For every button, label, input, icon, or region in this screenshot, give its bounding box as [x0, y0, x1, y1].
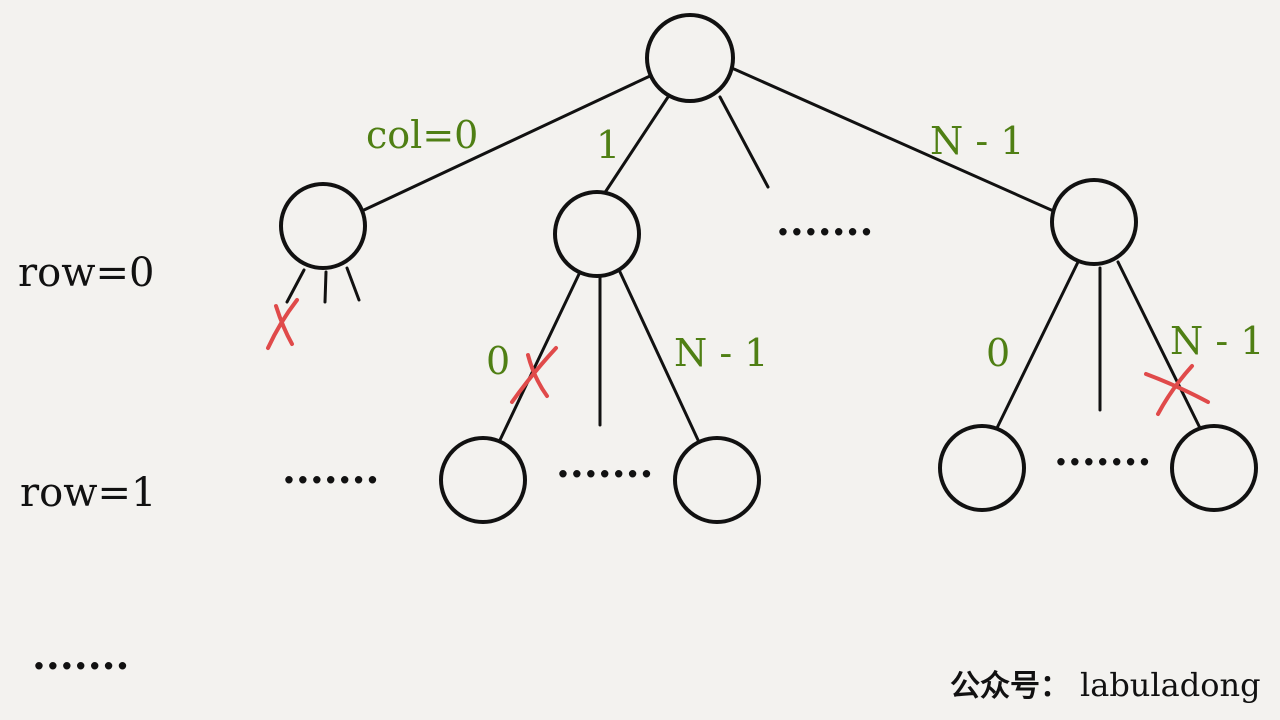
edge-label-right-col0: 0: [986, 331, 1010, 375]
row0-node-col1: [553, 190, 641, 278]
row1-node-d: [1170, 424, 1258, 512]
edge-label-right-colN: N - 1: [1170, 319, 1264, 363]
row0-node-col0: [279, 182, 367, 270]
edge-middle-col0: [498, 270, 582, 442]
credit-name: labuladong: [1080, 666, 1261, 704]
edge-label-col1: 1: [596, 123, 620, 167]
left-node-stub-edges: [285, 266, 361, 304]
row1-node-a: [439, 436, 527, 524]
ellipsis-row1-left: ·······: [282, 457, 379, 504]
middle-node-edges: [498, 270, 700, 442]
row1-node-b: [673, 436, 761, 524]
row1-node-c: [938, 424, 1026, 512]
prune-mark-middle: [510, 346, 558, 404]
edge-middle-colN: [618, 270, 700, 442]
edge-root-col0: [362, 74, 652, 212]
stub-edge-middle: [323, 270, 328, 304]
edge-label-mid-colN: N - 1: [674, 331, 768, 375]
ellipses: ······· ······· ······· ······· ·······: [32, 209, 1151, 690]
edge-label-colN: N - 1: [930, 119, 1024, 163]
tree-nodes: [279, 13, 1258, 524]
ellipsis-row1-right: ·······: [1054, 439, 1151, 486]
root-node: [645, 13, 735, 103]
prune-mark-right: [1144, 364, 1210, 416]
ellipsis-row1-mid: ·······: [556, 451, 653, 498]
credit: 公众号： labuladong: [950, 666, 1261, 704]
edge-right-colN: [1116, 260, 1202, 430]
edge-label-mid-col0: 0: [486, 339, 510, 383]
stub-edge-right: [345, 266, 361, 302]
edge-root-colN: [732, 67, 1060, 215]
prune-marks: [266, 298, 1210, 416]
row-labels: row=0 row=1: [18, 250, 156, 516]
ellipsis-bottom: ·······: [32, 643, 129, 690]
stub-edge-left: [285, 268, 306, 304]
credit-prefix: 公众号：: [950, 669, 1070, 704]
row0-node-colN: [1050, 178, 1138, 266]
root-edges: [362, 67, 1060, 215]
row-label-0: row=0: [18, 250, 154, 296]
row-label-1: row=1: [20, 470, 156, 516]
right-node-edges: [994, 260, 1202, 432]
edge-root-col2-partial: [718, 95, 770, 189]
edge-label-col0: col=0: [366, 113, 478, 157]
edge-root-col1: [602, 95, 670, 196]
ellipsis-row0: ·······: [776, 209, 873, 256]
edge-labels: col=0 1 N - 1 0 N - 1 0 N - 1: [366, 113, 1264, 383]
prune-mark-left: [266, 298, 299, 350]
edge-right-col0: [994, 260, 1080, 432]
